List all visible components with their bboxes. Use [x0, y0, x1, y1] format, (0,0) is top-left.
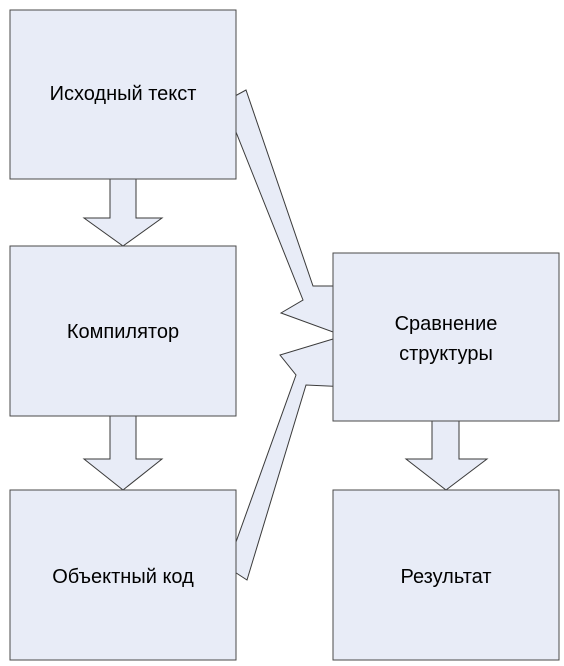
source-text-label: Исходный текст — [50, 83, 197, 105]
structure-comparison-label-line2: структуры — [399, 343, 493, 365]
node-object-code — [9, 489, 237, 661]
arrow-compiler-to-object — [82, 415, 164, 491]
node-source-text — [9, 9, 237, 180]
compiler-label: Компилятор — [67, 321, 179, 343]
arrow-compare-to-result — [404, 420, 489, 491]
node-structure-comparison — [332, 252, 560, 422]
arrow-object-to-compare — [226, 338, 350, 581]
structure-comparison-label-line1: Сравнение — [395, 313, 498, 335]
arrow-source-to-compiler — [82, 178, 164, 247]
node-compiler — [9, 245, 237, 417]
arrow-source-to-compare — [223, 89, 348, 333]
result-label: Результат — [401, 566, 492, 588]
object-code-label: Объектный код — [52, 566, 194, 588]
node-result — [332, 489, 560, 661]
